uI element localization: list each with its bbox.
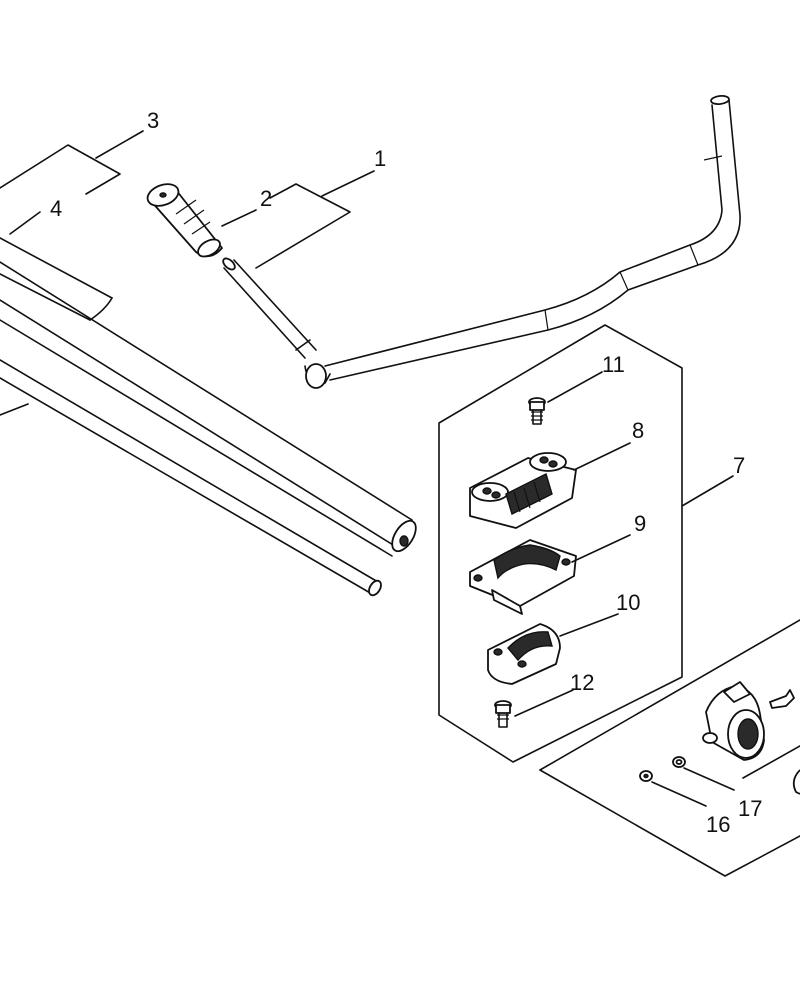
callout-16: 16 bbox=[706, 812, 730, 837]
handle-grip bbox=[146, 183, 223, 258]
shaft-cover bbox=[0, 237, 113, 321]
clamp-lower-10 bbox=[487, 623, 561, 685]
callout-17: 17 bbox=[738, 796, 762, 821]
callout-12: 12 bbox=[570, 670, 594, 695]
leader-lines bbox=[0, 130, 735, 807]
pipe-clamp-housing bbox=[702, 681, 800, 795]
bolt-12 bbox=[494, 700, 512, 728]
clamp-assembly-box bbox=[438, 324, 683, 763]
callout-labels: 1 2 3 4 7 8 9 10 11 12 16 17 bbox=[50, 108, 762, 837]
callout-4: 4 bbox=[50, 196, 62, 221]
callout-7: 7 bbox=[733, 453, 745, 478]
shaft-tube-assembly bbox=[0, 261, 417, 597]
callout-8: 8 bbox=[632, 418, 644, 443]
handlebar bbox=[222, 95, 741, 389]
lower-assembly-box bbox=[539, 619, 800, 877]
callout-1: 1 bbox=[374, 146, 386, 171]
clamp-middle-9 bbox=[469, 539, 577, 615]
callout-10: 10 bbox=[616, 590, 640, 615]
callout-9: 9 bbox=[634, 511, 646, 536]
washer-17 bbox=[672, 756, 686, 768]
nut-16 bbox=[639, 770, 653, 782]
clamp-upper-8 bbox=[469, 452, 577, 529]
callout-3: 3 bbox=[147, 108, 159, 133]
callout-11: 11 bbox=[602, 352, 625, 377]
callout-2: 2 bbox=[260, 186, 272, 211]
bolt-11 bbox=[528, 397, 546, 425]
